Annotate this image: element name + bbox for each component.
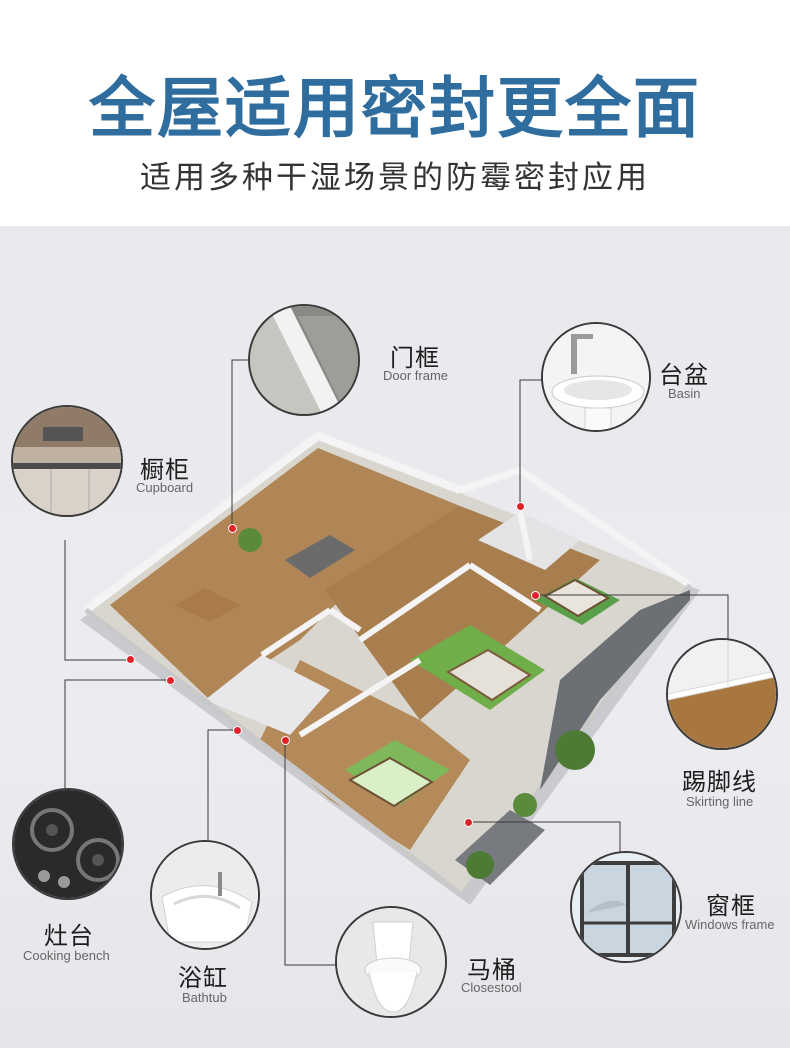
marker-skirting-line[interactable] — [531, 591, 540, 600]
window-frame-photo-icon — [570, 851, 682, 963]
marker-bathtub[interactable] — [233, 726, 242, 735]
cupboard-photo-icon — [11, 405, 123, 517]
door-frame-label: 门框 — [390, 344, 440, 372]
cooking-bench-label-en: Cooking bench — [23, 948, 110, 963]
closestool-label-en: Closestool — [461, 980, 522, 995]
cooking-bench-label: 灶台 — [44, 922, 94, 950]
basin-photo-icon — [541, 322, 651, 432]
toilet-photo-icon — [335, 906, 447, 1018]
marker-basin[interactable] — [516, 502, 525, 511]
bathtub-photo-icon — [150, 840, 260, 950]
door-frame-label-en: Door frame — [383, 368, 449, 383]
closestool-label: 马桶 — [467, 956, 517, 984]
marker-door-frame[interactable] — [228, 524, 237, 533]
skirting-line-label: 踢脚线 — [682, 768, 757, 796]
page-title: 全屋适用密封更全面 — [89, 70, 701, 147]
marker-closestool[interactable] — [281, 736, 290, 745]
windows-frame-label-en: Windows frame — [685, 917, 775, 932]
skirting-line-photo-icon — [666, 638, 778, 750]
header-banner: 全屋适用密封更全面 适用多种干湿场景的防霉密封应用 — [0, 0, 790, 226]
bathtub-label-en: Bathtub — [182, 990, 227, 1005]
skirting-line-label-en: Skirting line — [686, 794, 754, 809]
basin-label: 台盆 — [659, 361, 709, 389]
cupboard-label: 橱柜 — [140, 456, 190, 484]
page-subtitle: 适用多种干湿场景的防霉密封应用 — [140, 160, 650, 196]
cupboard-label-en: Cupboard — [136, 480, 194, 495]
marker-cupboard[interactable] — [126, 655, 135, 664]
windows-frame-label: 窗框 — [706, 892, 756, 920]
door-frame-photo-icon — [248, 304, 360, 416]
bathtub-label: 浴缸 — [178, 964, 228, 992]
cooktop-photo-icon — [12, 788, 124, 900]
marker-cooking-bench[interactable] — [166, 676, 175, 685]
basin-label-en: Basin — [668, 386, 701, 401]
marker-windows-frame[interactable] — [464, 818, 473, 827]
